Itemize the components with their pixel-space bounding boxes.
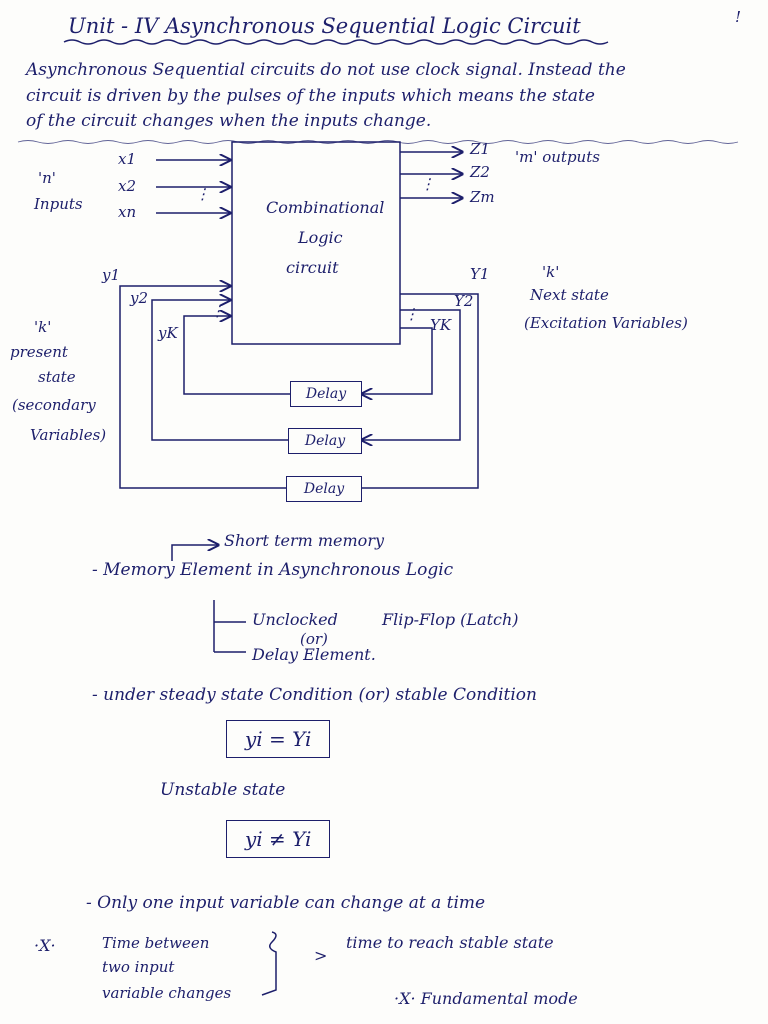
present-y2: y2 [130,289,149,307]
intro-line-3: of the circuit changes when the inputs c… [26,111,432,131]
time-between-2: two input [102,958,175,976]
steady-state-line: - under steady state Condition (or) stab… [92,685,537,705]
short-term-memory: Short term memory [224,531,384,550]
present-dots: ⋮ [210,302,225,320]
present-state-1: present [10,343,68,361]
one-input-line: - Only one input variable can change at … [86,893,486,913]
input-dots: ⋮ [195,185,210,203]
greater-than: > [314,946,328,965]
delay-box-1: Delay [290,381,362,407]
delay-element-label: Delay Element. [252,645,376,664]
input-xn: xn [118,203,137,221]
title-underline [63,39,609,45]
unclocked-label: Unclocked [252,610,338,629]
time-between-1: Time between [102,934,210,952]
flipflop-label: Flip-Flop (Latch) [382,610,519,629]
time-reach-line: time to reach stable state [346,933,554,952]
intro-line-2: circuit is driven by the pulses of the i… [26,86,595,106]
unstable-equation: yi ≠ Yi [226,820,331,858]
time-between-3: variable changes [102,984,232,1002]
output-z1: Z1 [470,140,490,158]
memory-element-line: - Memory Element in Asynchronous Logic [92,560,454,580]
next-state-label: Next state [530,286,609,304]
intro-line-1: Asynchronous Sequential circuits do not … [26,60,626,80]
input-x1: x1 [118,150,137,168]
output-dots: ⋮ [420,175,435,193]
present-y1: y1 [102,266,121,284]
present-state-3: (secondary [12,396,96,414]
delay-box-3: Delay [286,476,362,502]
stable-equation: yi = Yi [226,720,331,758]
delay-box-2: Delay [288,428,362,454]
next-YK: YK [430,316,452,334]
unstable-state-label: Unstable state [160,780,286,800]
margin-mark: ! [735,8,742,26]
excitation-label: (Excitation Variables) [524,314,688,332]
block-label-2: Logic [298,228,343,247]
block-label-1: Combinational [266,198,385,217]
present-state-4: Variables) [30,426,107,444]
k-present-label: 'k' [34,318,52,336]
k-next-label: 'k' [542,263,560,281]
m-outputs-label: 'm' outputs [515,148,600,166]
output-z2: Z2 [470,163,490,181]
n-label: 'n' [38,169,56,187]
output-zm: Zm [470,188,495,206]
page-title: Unit - IV Asynchronous Sequential Logic … [68,14,581,38]
combinational-block [231,141,401,345]
next-dots: ⋮ [404,305,419,323]
next-Y2: Y2 [454,292,474,310]
next-Y1: Y1 [470,265,490,283]
present-state-2: state [38,368,76,386]
input-x2: x2 [118,177,137,195]
or-label-1: (or) [300,630,328,648]
star-mark: ·X· [34,936,56,955]
inputs-label: Inputs [34,195,83,213]
fundamental-mode: ·X· Fundamental mode [394,989,578,1008]
present-yk: yK [158,324,178,342]
block-label-3: circuit [286,258,339,277]
